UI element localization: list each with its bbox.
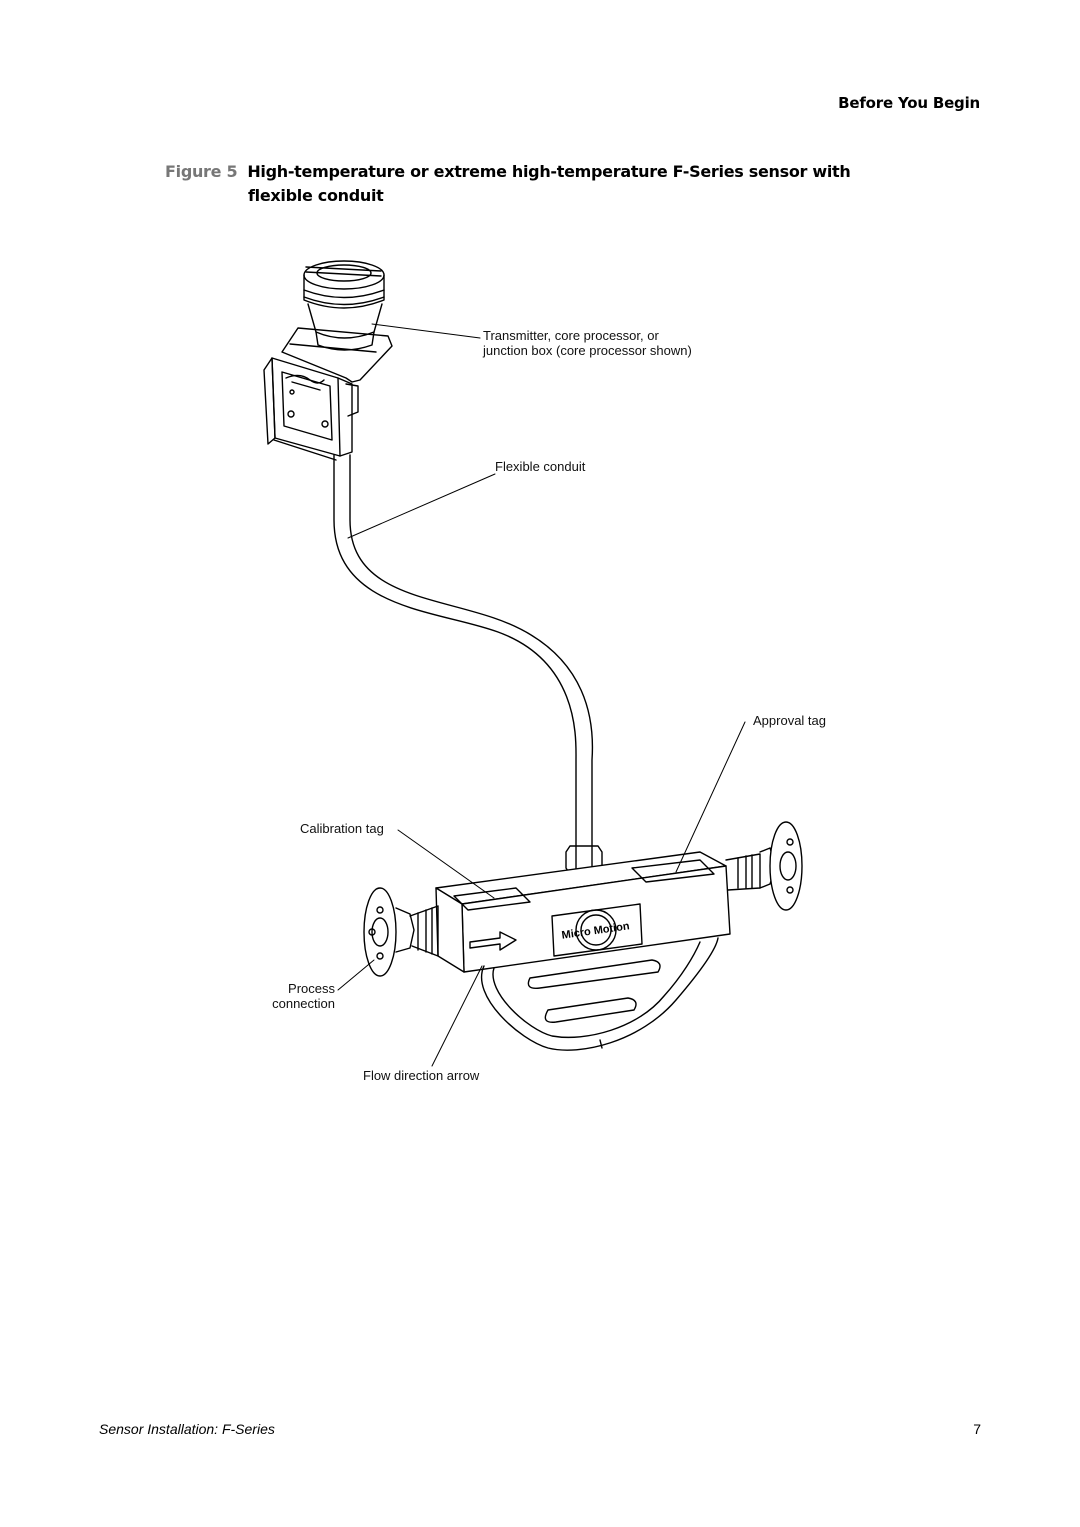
figure-title-line2: flexible conduit xyxy=(248,186,384,205)
leader-process-connection xyxy=(337,959,375,991)
figure-caption: Figure 5 High-temperature or extreme high… xyxy=(165,160,865,208)
figure-title-line1: High-temperature or extreme high-tempera… xyxy=(247,162,851,181)
right-process-connection-drawing xyxy=(725,821,803,911)
flexible-conduit-drawing xyxy=(333,454,594,847)
label-calibration-tag: Calibration tag xyxy=(300,821,384,836)
leader-transmitter xyxy=(371,323,481,339)
label-process-connection: Process connection xyxy=(272,981,335,1011)
leader-calibration-tag xyxy=(397,829,495,899)
label-flow-direction-arrow: Flow direction arrow xyxy=(363,1068,480,1083)
label-approval-tag: Approval tag xyxy=(753,713,826,728)
core-processor-drawing xyxy=(263,260,393,461)
leader-approval-tag xyxy=(675,721,746,873)
leader-flexible-conduit xyxy=(347,473,496,539)
figure-number: Figure 5 xyxy=(165,162,238,181)
label-transmitter: Transmitter, core processor, or junction… xyxy=(483,328,692,358)
left-process-connection-drawing xyxy=(363,887,439,977)
footer-doc-title: Sensor Installation: F-Series xyxy=(99,1421,275,1437)
section-heading: Before You Begin xyxy=(838,94,980,112)
label-flexible-conduit: Flexible conduit xyxy=(495,459,586,474)
sensor-case-drawing xyxy=(435,851,731,1051)
leader-flow-direction xyxy=(431,965,483,1067)
leader-lines xyxy=(337,323,746,1067)
footer-page-number: 7 xyxy=(973,1421,981,1437)
